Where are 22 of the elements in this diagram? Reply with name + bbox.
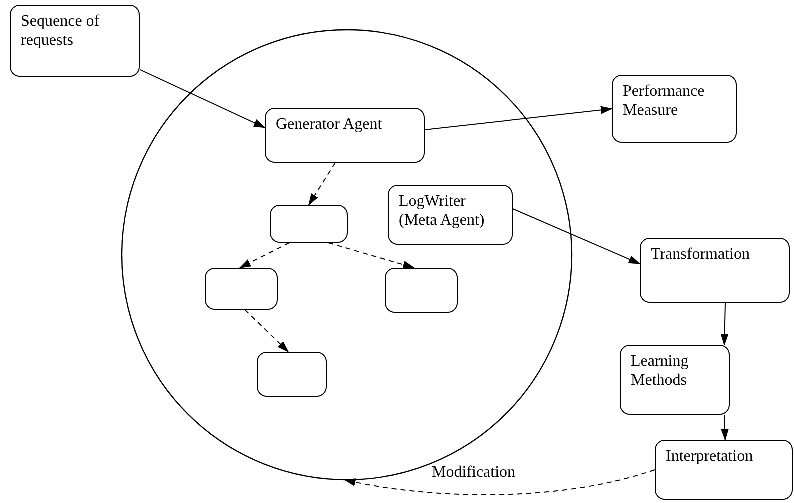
arrow <box>720 302 729 346</box>
arrow <box>308 162 336 206</box>
empty-box <box>257 352 327 397</box>
arrow <box>424 106 613 130</box>
arrow <box>328 242 416 269</box>
arrow <box>721 414 729 441</box>
process-box: Performance Measure <box>612 75 737 143</box>
process-box: Learning Methods <box>620 345 730 415</box>
empty-box <box>385 268 458 313</box>
process-box: LogWriter (Meta Agent) <box>388 185 513 245</box>
arrow <box>512 208 641 264</box>
empty-box <box>205 268 278 310</box>
process-box: Sequence of requests <box>10 5 140 77</box>
arrow <box>140 69 266 128</box>
arrow <box>244 310 290 353</box>
process-box: Transformation <box>640 238 790 303</box>
empty-box <box>270 205 348 243</box>
arrow <box>344 470 656 496</box>
arrow <box>239 242 290 268</box>
process-box: Generator Agent <box>265 108 425 163</box>
process-box: Interpretation <box>655 440 793 500</box>
circle-outline <box>122 30 572 480</box>
